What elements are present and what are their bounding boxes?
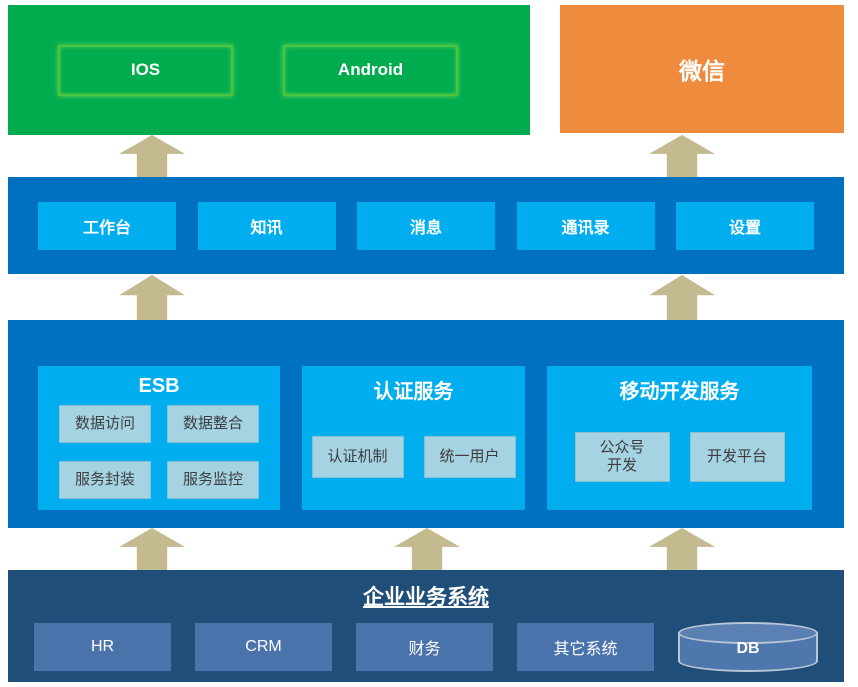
up-arrow (119, 135, 185, 177)
up-arrow (119, 275, 185, 320)
system-box-other: 其它系统 (517, 623, 654, 671)
mobile-dev-panel-title: 移动开发服务 (619, 381, 740, 403)
auth-items-row: 认证机制 统一用户 (311, 404, 516, 510)
portal-item-label: 消息 (409, 219, 442, 237)
portal-item-contacts: 通讯录 (516, 201, 655, 250)
system-box-crm: CRM (195, 623, 332, 671)
native-apps-panel: IOS Android (8, 5, 530, 135)
ios-label: IOS (130, 60, 161, 79)
service-item-official-account-dev: 公众号 开发 (574, 432, 670, 482)
up-arrow (649, 275, 715, 320)
system-box-hr: HR (34, 623, 171, 671)
android-box: Android (283, 44, 458, 96)
ios-box: IOS (58, 44, 233, 96)
service-item-dev-platform: 开发平台 (689, 432, 785, 482)
esb-items-grid: 数据访问 数据整合 服务封装 服务监控 (59, 398, 259, 506)
portal-item-label: 设置 (728, 219, 761, 237)
auth-service-panel: 认证服务 认证机制 统一用户 (302, 366, 525, 510)
service-item-service-wrapping: 服务封装 (59, 461, 151, 499)
esb-panel: ESB 数据访问 数据整合 服务封装 服务监控 (38, 366, 280, 510)
enterprise-systems-band: 企业业务系统 HR CRM 财务 其它系统 DB (8, 570, 844, 682)
portal-item-label: 知讯 (250, 219, 283, 237)
up-arrow (649, 528, 715, 570)
mobile-dev-items-row: 公众号 开发 开发平台 (574, 404, 785, 510)
mobile-dev-service-panel: 移动开发服务 公众号 开发 开发平台 (547, 366, 812, 510)
db-cylinder-top-ellipse (678, 622, 818, 644)
wechat-label: 微信 (679, 58, 725, 84)
up-arrow (649, 135, 715, 177)
service-item-data-integration: 数据整合 (167, 405, 259, 443)
auth-panel-title: 认证服务 (373, 381, 454, 403)
esb-panel-title: ESB (138, 375, 180, 397)
android-label: Android (337, 60, 404, 79)
portal-item-settings: 设置 (676, 201, 814, 250)
portal-item-label: 通讯录 (561, 219, 610, 237)
service-item-data-access: 数据访问 (59, 405, 151, 443)
enterprise-band-title: 企业业务系统 (363, 586, 489, 609)
wechat-panel: 微信 (560, 5, 844, 133)
portal-item-messages: 消息 (357, 201, 495, 250)
db-cylinder: DB (678, 622, 818, 672)
portal-item-workbench: 工作台 (38, 201, 176, 250)
portal-item-label: 工作台 (82, 219, 131, 237)
up-arrow (119, 528, 185, 570)
service-band: ESB 数据访问 数据整合 服务封装 服务监控 认证服务 认证机制 统一用户 移… (8, 320, 844, 528)
portal-item-knowledge: 知讯 (197, 201, 336, 250)
db-label: DB (736, 640, 760, 657)
service-item-auth-mechanism: 认证机制 (311, 436, 404, 478)
enterprise-systems-row: HR CRM 财务 其它系统 DB (8, 622, 844, 672)
system-box-finance: 财务 (356, 623, 493, 671)
portal-bar: 工作台 知讯 消息 通讯录 设置 (8, 177, 844, 274)
service-item-service-monitoring: 服务监控 (167, 461, 259, 499)
up-arrow (394, 528, 460, 570)
service-item-unified-user: 统一用户 (423, 436, 516, 478)
